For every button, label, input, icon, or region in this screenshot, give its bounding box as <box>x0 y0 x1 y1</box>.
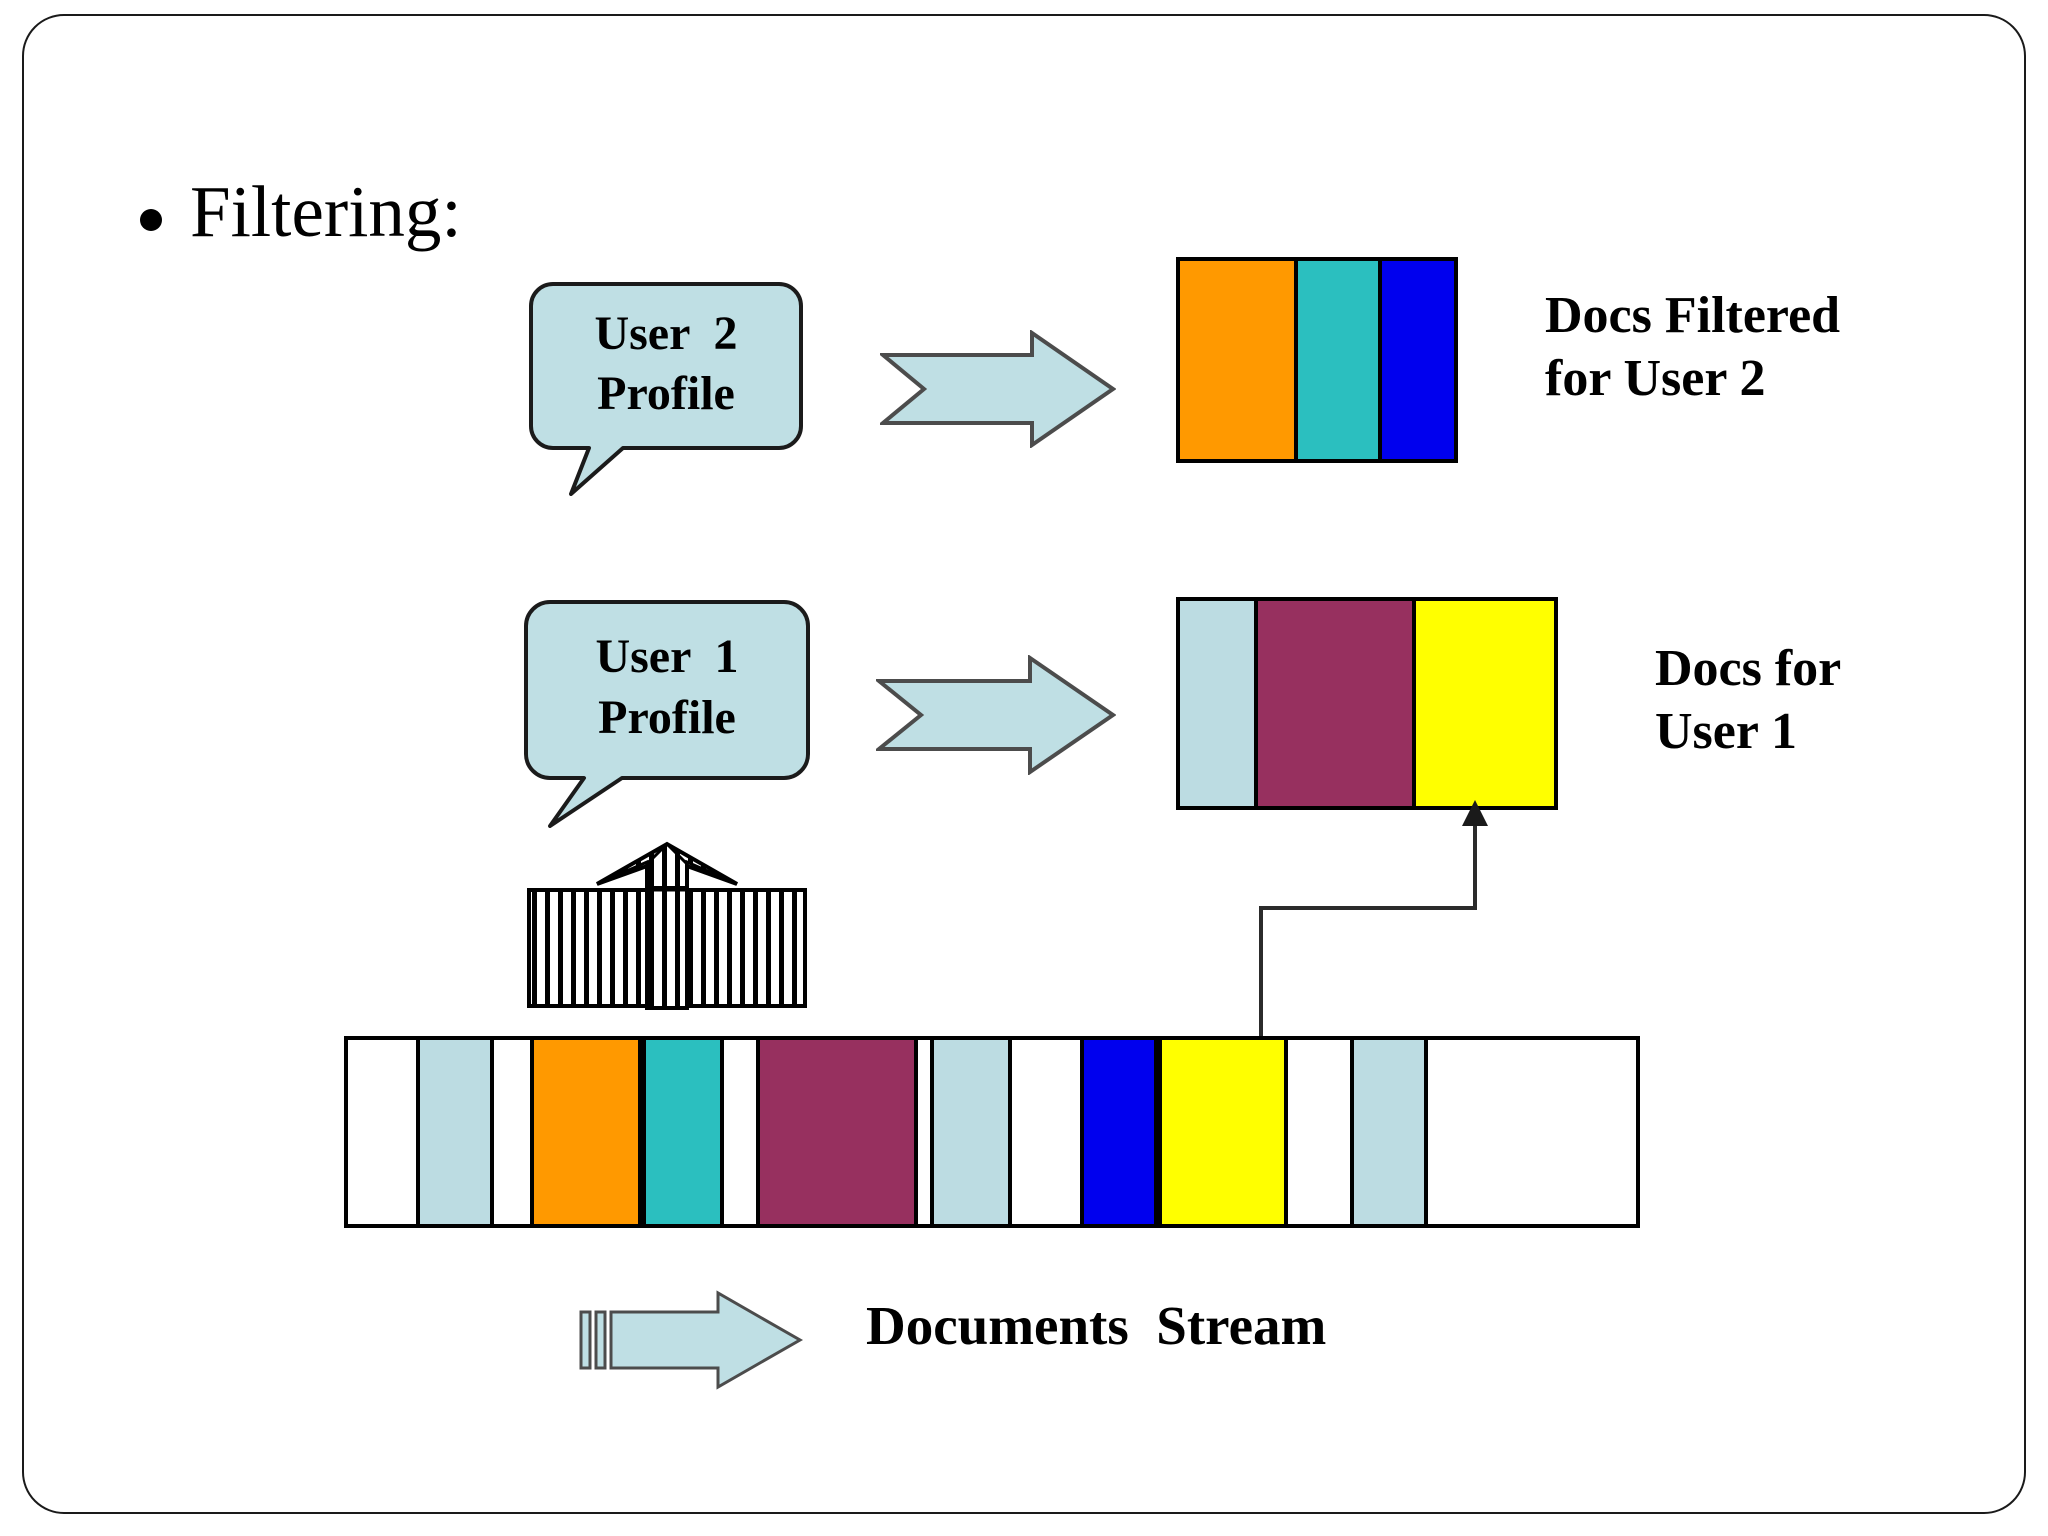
stream-segment-teal <box>642 1040 724 1224</box>
documents-stream-caption: Documents Stream <box>866 1295 1327 1356</box>
stream-segment-orange <box>530 1040 642 1224</box>
user2-filtered-docs-group <box>1176 257 1458 463</box>
user2-docs-label-line1: Docs Filtered <box>1545 287 1841 344</box>
stream-segment-white <box>348 1040 416 1224</box>
stream-segment-lightblue <box>416 1040 494 1224</box>
user2-docs-label: Docs Filtered for User 2 <box>1545 284 1840 411</box>
user1-docs-label-line2: User 1 <box>1655 703 1798 761</box>
stream-segment-blue <box>1080 1040 1158 1224</box>
stream-segment-white <box>918 1040 930 1224</box>
slide-border-frame <box>22 14 2026 1514</box>
bullet-icon <box>140 209 162 231</box>
doc-cell-blue <box>1378 261 1454 459</box>
user1-docs-group <box>1176 597 1558 810</box>
doc-cell-orange <box>1180 261 1294 459</box>
user2-docs-label-line2: for User 2 <box>1545 350 1766 408</box>
stream-segment-white <box>1428 1040 1536 1224</box>
stream-segment-white <box>1288 1040 1350 1224</box>
stream-segment-lightblue <box>1350 1040 1428 1224</box>
stream-segment-white <box>494 1040 530 1224</box>
filter-sieve-icon <box>519 834 815 1014</box>
doc-cell-lightblue <box>1180 601 1254 806</box>
page-title-text: Filtering: <box>190 171 462 252</box>
stream-segment-white <box>1012 1040 1080 1224</box>
stream-segment-lightblue <box>930 1040 1012 1224</box>
user2-flow-arrow <box>880 330 1116 448</box>
page-title: Filtering: <box>140 175 462 248</box>
user1-docs-label-line1: Docs for <box>1655 640 1842 697</box>
user1-profile-callout[interactable]: User 1 Profile <box>522 598 812 828</box>
user1-docs-label: Docs for User 1 <box>1655 637 1841 764</box>
doc-cell-teal <box>1294 261 1378 459</box>
doc-cell-yellow <box>1412 601 1554 806</box>
stream-segment-white <box>724 1040 756 1224</box>
documents-stream-bar <box>344 1036 1640 1228</box>
stream-segment-maroon <box>756 1040 918 1224</box>
documents-stream-arrow <box>578 1290 804 1390</box>
stream-segment-yellow <box>1158 1040 1288 1224</box>
user2-profile-callout[interactable]: User 2 Profile <box>527 280 805 496</box>
doc-cell-maroon <box>1254 601 1412 806</box>
user1-flow-arrow <box>876 655 1116 775</box>
